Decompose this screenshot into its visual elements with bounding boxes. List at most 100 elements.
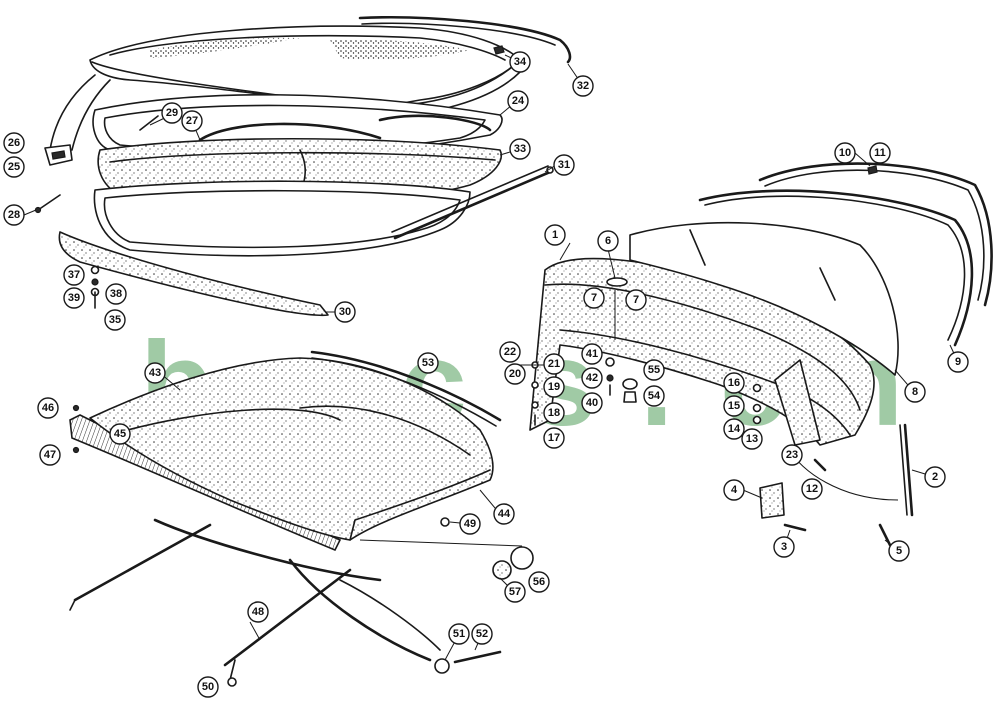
top-seal-10 (758, 162, 993, 307)
svg-text:44: 44 (498, 508, 511, 520)
svg-text:51: 51 (453, 628, 465, 640)
callouts: 1 2 3 4 5 6 7 7 8 9 10 11 12 13 14 15 16… (3, 51, 969, 698)
callout-20: 20 (504, 363, 526, 385)
callout-43: 43 (144, 362, 166, 384)
callout-4: 4 (723, 479, 745, 501)
callout-2: 2 (924, 466, 946, 488)
callout-41: 41 (581, 343, 603, 365)
svg-text:11: 11 (874, 147, 886, 159)
svg-text:45: 45 (114, 428, 126, 440)
svg-text:14: 14 (728, 423, 741, 435)
svg-text:27: 27 (186, 115, 198, 127)
svg-text:18: 18 (548, 407, 560, 419)
callout-33: 33 (509, 138, 531, 160)
glass-seal-9 (698, 189, 974, 347)
callout-38: 38 (105, 283, 127, 305)
callout-44: 44 (493, 503, 515, 525)
svg-text:20: 20 (509, 368, 521, 380)
callout-7a: 7 (583, 287, 605, 309)
callout-8: 8 (904, 381, 926, 403)
svg-text:28: 28 (8, 209, 20, 221)
svg-text:41: 41 (586, 348, 598, 360)
svg-text:7: 7 (591, 292, 597, 304)
callout-3: 3 (773, 536, 795, 558)
svg-text:10: 10 (839, 147, 851, 159)
a-pillar-23 (774, 359, 821, 446)
door-seal-frame (93, 180, 471, 257)
svg-text:38: 38 (110, 288, 122, 300)
svg-text:22: 22 (504, 346, 516, 358)
callout-21: 21 (543, 353, 565, 375)
soft-top-canopy (89, 357, 494, 541)
callout-17: 17 (543, 427, 565, 449)
callout-42: 42 (581, 367, 603, 389)
svg-text:6: 6 (605, 235, 611, 247)
svg-text:39: 39 (68, 292, 80, 304)
svg-text:34: 34 (514, 56, 527, 68)
callout-10: 10 (834, 142, 856, 164)
bolt-28 (37, 194, 61, 211)
svg-text:55: 55 (648, 364, 660, 376)
callout-51: 51 (448, 623, 470, 645)
svg-text:16: 16 (728, 377, 740, 389)
side-rail-31 (393, 170, 552, 240)
svg-text:56: 56 (533, 576, 545, 588)
callout-25: 25 (3, 156, 25, 178)
svg-text:50: 50 (202, 681, 214, 693)
knob-57 (492, 560, 512, 580)
svg-text:21: 21 (548, 358, 560, 370)
svg-text:54: 54 (648, 390, 661, 402)
callout-31: 31 (553, 154, 575, 176)
pillar-strip-2 (903, 423, 914, 517)
svg-text:24: 24 (512, 95, 525, 107)
callout-27: 27 (181, 110, 203, 132)
callout-47: 47 (39, 444, 61, 466)
callout-56: 56 (528, 571, 550, 593)
callout-32: 32 (572, 75, 594, 97)
callout-1: 1 (544, 224, 566, 246)
svg-text:4: 4 (731, 484, 738, 496)
callout-6: 6 (597, 230, 619, 252)
callout-53: 53 (417, 352, 439, 374)
callout-55: 55 (643, 359, 665, 381)
callout-35: 35 (104, 309, 126, 331)
callout-40: 40 (581, 392, 603, 414)
callout-9: 9 (947, 351, 969, 373)
svg-text:42: 42 (586, 372, 598, 384)
mount-6 (606, 277, 628, 287)
svg-text:40: 40 (586, 397, 598, 409)
callout-28: 28 (3, 204, 25, 226)
callout-7b: 7 (625, 289, 647, 311)
callout-22: 22 (499, 341, 521, 363)
stud-52 (453, 650, 502, 664)
svg-text:25: 25 (8, 161, 20, 173)
svg-text:57: 57 (509, 586, 521, 598)
svg-text:29: 29 (166, 107, 178, 119)
callout-16: 16 (723, 372, 745, 394)
screw-5 (878, 523, 892, 547)
callout-30: 30 (334, 301, 356, 323)
callout-13: 13 (741, 428, 763, 450)
windscreen-assembly (529, 162, 993, 547)
svg-text:5: 5 (896, 545, 902, 557)
frame-link-48 (73, 523, 212, 602)
svg-text:47: 47 (44, 449, 56, 461)
callout-19: 19 (543, 376, 565, 398)
svg-text:15: 15 (728, 400, 740, 412)
callout-37: 37 (63, 264, 85, 286)
callout-26: 26 (3, 132, 25, 154)
svg-text:17: 17 (548, 432, 560, 444)
grommet-51 (434, 658, 450, 674)
svg-text:8: 8 (912, 386, 918, 398)
svg-text:13: 13 (746, 433, 758, 445)
hardtop-assembly (34, 16, 572, 317)
callout-39: 39 (63, 287, 85, 309)
callout-54: 54 (643, 385, 665, 407)
cap-56 (510, 546, 534, 570)
callout-49: 49 (459, 513, 481, 535)
callout-50: 50 (197, 676, 219, 698)
clip-34 (493, 45, 505, 55)
svg-text:35: 35 (109, 314, 121, 326)
callout-14: 14 (723, 418, 745, 440)
